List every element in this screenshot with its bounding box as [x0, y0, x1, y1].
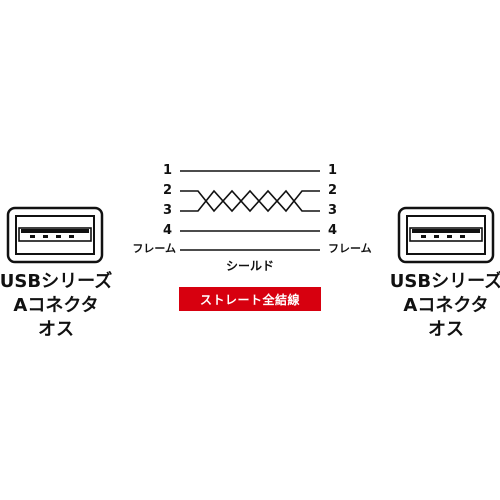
right-frame-label: フレーム [328, 242, 372, 255]
left-caption-line2: Aコネクタ [13, 295, 99, 316]
left-usb-a-plug-icon [6, 206, 104, 264]
wire-2-twisted [180, 189, 320, 213]
right-pin-4-label: 4 [328, 223, 338, 238]
left-pin-1-label: 1 [162, 163, 172, 178]
left-pin-3-label: 3 [162, 203, 172, 218]
shield-label: シールド [225, 259, 274, 273]
right-pin-2-label: 2 [328, 183, 338, 198]
right-usb-a-plug-icon [397, 206, 495, 264]
right-pin-3-label: 3 [328, 203, 338, 218]
right-caption-line1: USBシリーズ [389, 271, 500, 292]
left-frame-label: フレーム [132, 242, 176, 255]
left-pin-4-label: 4 [162, 223, 172, 238]
right-caption-line3: オス [428, 319, 464, 340]
left-caption-line3: オス [38, 319, 74, 340]
left-caption-line1: USBシリーズ [0, 271, 113, 292]
right-caption-line2: Aコネクタ [403, 295, 489, 316]
right-connector-caption: USBシリーズ Aコネクタ オス [386, 270, 500, 342]
left-connector-caption: USBシリーズ Aコネクタ オス [0, 270, 116, 342]
right-pin-1-label: 1 [328, 163, 338, 178]
left-pin-2-label: 2 [162, 183, 172, 198]
straight-full-wiring-badge: ストレート全結線 [179, 287, 321, 311]
wire-3-twisted [180, 189, 320, 213]
